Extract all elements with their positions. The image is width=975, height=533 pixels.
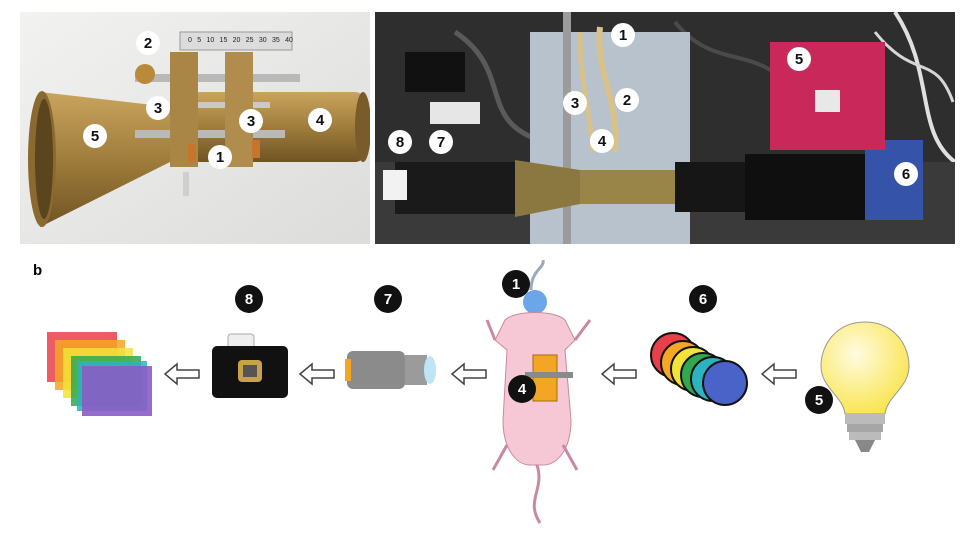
cannula-cap: [523, 290, 547, 314]
marker-3: 3: [239, 109, 263, 133]
marker-7: 7: [429, 130, 453, 154]
mouse-icon: [485, 260, 592, 524]
arrow-left-icon: [298, 362, 335, 386]
marker-8: 8: [235, 285, 263, 313]
marker-7: 7: [374, 285, 402, 313]
marker-3: 3: [563, 91, 587, 115]
ruler-tick-labels: 0 5 10 15 20 25 30 35 40: [188, 37, 293, 44]
arrow-left-icon: [600, 362, 637, 386]
ruler-tick: 5: [197, 37, 202, 44]
brass-cone: [40, 92, 170, 227]
marker-4: 4: [308, 108, 332, 132]
ruler-tick: 20: [232, 37, 241, 44]
ruler-tick: 30: [258, 37, 267, 44]
ruler-tick: 25: [245, 37, 254, 44]
marker-2: 2: [615, 88, 639, 112]
ruler-tick: 40: [285, 37, 293, 44]
arrow-left-icon: [163, 362, 200, 386]
filter-blue: [702, 360, 748, 406]
black-tube: [395, 162, 520, 214]
ruler-tick: 15: [219, 37, 228, 44]
light-bulb-icon: [820, 321, 910, 452]
photo-window-chamber: 2 3 3 4 5 1 0 5 10 15 20 25 30 35 40: [20, 12, 370, 244]
photo-imaging-setup: 1 2 3 4 5 6 7 8: [375, 12, 955, 244]
image-stack-icon: [47, 332, 152, 416]
camera-icon: [212, 333, 288, 398]
ruler-tick: 0: [188, 37, 192, 44]
ruler-tick: 10: [206, 37, 215, 44]
marker-5: 5: [787, 47, 811, 71]
filter-set-icon: [650, 332, 748, 406]
lens-icon: [345, 351, 436, 389]
marker-1: 1: [502, 270, 530, 298]
marker-1: 1: [208, 145, 232, 169]
ruler-scale: [179, 31, 293, 51]
arrow-left-icon: [450, 362, 487, 386]
marker-4: 4: [590, 129, 614, 153]
marker-4: 4: [508, 375, 536, 403]
marker-8: 8: [388, 130, 412, 154]
ruler-tick: 35: [271, 37, 280, 44]
marker-5: 5: [805, 386, 833, 414]
marker-1: 1: [611, 23, 635, 47]
imaging-setup-illustration: [375, 12, 955, 244]
marker-6: 6: [689, 285, 717, 313]
panel-label-b: b: [33, 262, 43, 279]
arrow-left-icon: [760, 362, 797, 386]
marker-2: 2: [136, 31, 160, 55]
image-layer-purple: [82, 366, 152, 416]
marker-3: 3: [146, 96, 170, 120]
marker-5: 5: [83, 124, 107, 148]
marker-6: 6: [894, 162, 918, 186]
